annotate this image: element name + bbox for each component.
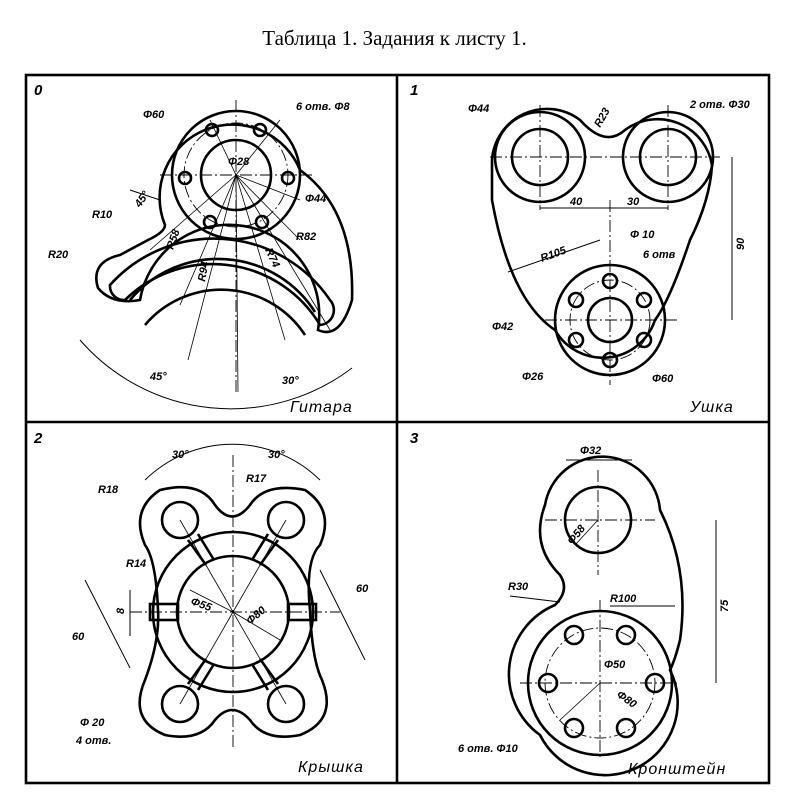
dim-label: R20 [48,249,69,261]
dim-label: Φ26 [522,371,544,383]
cover-corner-holes [160,500,306,724]
dim-label: Φ44 [468,103,489,115]
dim-label: Φ50 [604,659,626,671]
cover-dim-60-left [84,579,131,669]
dim-label: R23 [592,106,612,129]
dim-label: 40 [569,196,583,208]
dim-label: R74 [262,246,281,269]
guitar-slot-inner [129,257,317,313]
dim-label: 75 [719,599,731,612]
dim-label: 30° [268,449,285,461]
bracket-leader-r30 [509,595,561,603]
dim-label: R94 [196,261,211,283]
cover-rays [179,519,287,705]
dim-label: Φ80 [244,604,269,627]
dim-label: R18 [98,484,119,496]
dim-label: 30 [627,196,640,208]
dim-label: R105 [539,244,569,265]
dim-label: Φ28 [228,156,250,168]
panel-bracket: 3 Кронштейн Φ32 Φ58 R30 R100 75 Φ50 Φ80 [410,430,731,778]
panel-caption: Крышка [298,759,364,776]
cover-outline [138,485,328,738]
bracket-bolt-holes [537,624,666,739]
guitar-rays [149,119,331,393]
dim-label: R17 [246,473,267,485]
dim-label: Φ32 [580,445,601,457]
dim-label: 60 [72,631,85,643]
dim-label: 6 отв [643,249,676,261]
dim-label: 2 отв. Φ30 [689,99,751,111]
dim-label: R14 [126,558,146,570]
panel-number: 1 [410,82,418,99]
page-title: Таблица 1. Задания к листу 1. [262,26,527,50]
ears-outline [490,107,714,359]
dim-label: R30 [508,581,529,593]
ears-bolt-holes [567,272,653,369]
bracket-ray-50 [559,682,601,721]
dim-label: Φ 20 [80,717,105,729]
guitar-angle-dim [79,339,353,410]
guitar-angle-dim-2 [129,189,161,201]
guitar-outline [95,123,354,334]
panel-ears: 1 Ушка Φ44 R23 2 отв. Φ30 40 30 [410,82,751,416]
dim-label: 90 [735,237,747,250]
dim-label: 30° [172,449,189,461]
panel-number: 3 [410,430,419,447]
dim-label: 6 отв. Φ10 [458,743,519,755]
dim-label: 60 [356,583,369,595]
ears-leader-r105 [507,239,601,273]
panel-number: 0 [34,82,43,99]
panel-caption: Кронштейн [628,761,726,778]
dim-label: R100 [610,593,637,605]
panel-number: 2 [33,430,43,447]
panel-guitar: 0 Гитара [34,82,354,416]
guitar-slot-outer [108,237,336,327]
dim-label: Φ80 [614,689,639,712]
guitar-slot-inner-2 [144,288,307,336]
dim-label: 45° [149,371,167,383]
bracket-outline [507,455,684,777]
dim-label: Φ60 [143,109,165,121]
dim-label: R10 [92,209,113,221]
panel-caption: Гитара [290,399,353,416]
panel-caption: Ушка [689,399,734,416]
dim-label: Φ44 [305,193,326,205]
dim-label: Φ42 [492,321,513,333]
dim-label: 30° [282,375,299,387]
dim-label: 8 [115,607,127,614]
dim-label: Φ60 [652,373,674,385]
dim-label: 4 отв. [75,735,111,747]
dim-label: R82 [296,231,316,243]
cover-dim-60-right [319,569,366,661]
cover-angle-arc [144,443,321,481]
dim-label: Φ 10 [630,229,655,241]
bracket-ray-58 [574,519,599,546]
dim-label: 6 отв. Φ8 [296,101,350,113]
panel-cover: 2 Крышка [33,430,369,776]
